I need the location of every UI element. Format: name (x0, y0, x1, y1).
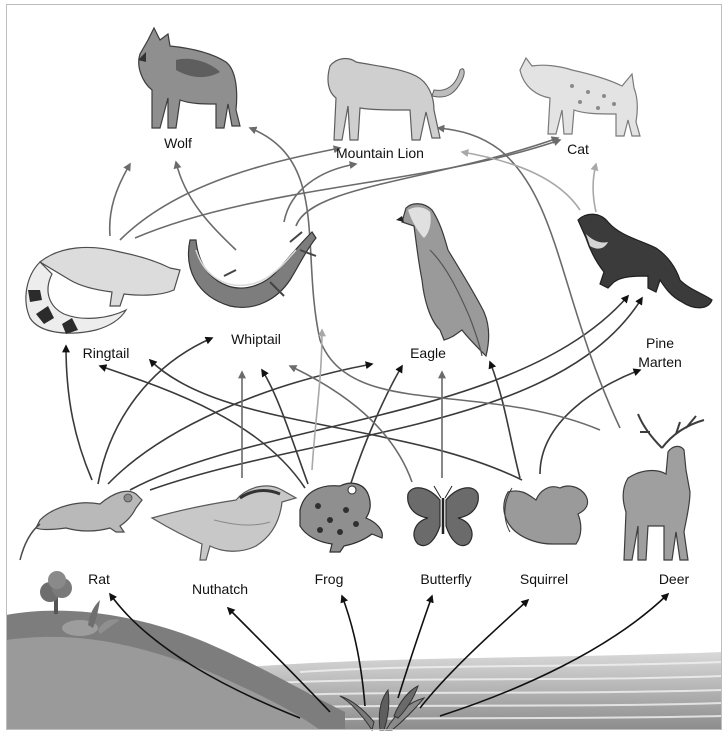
arrow-whiptail-wolf (176, 162, 236, 250)
label-mountain-lion: Mountain Lion (336, 145, 424, 161)
label-butterfly: Butterfly (420, 571, 471, 587)
arrow-frog-whiptail (262, 370, 308, 484)
arrow-whiptail-mountainlion (284, 164, 356, 222)
label-whiptail: Whiptail (231, 331, 281, 347)
arrow-eagle-wolf (312, 330, 322, 470)
arrow-ringtail-wolf (110, 164, 130, 236)
label-deer: Deer (659, 571, 690, 587)
arrow-squirrel-ringtail (150, 360, 522, 480)
butterfly-icon (408, 486, 479, 546)
arrow-pinemarten-cat (593, 164, 596, 212)
arrow-nuthatch-pinemarten (150, 298, 642, 490)
label-ringtail: Ringtail (83, 345, 130, 361)
label-squirrel: Squirrel (520, 571, 568, 587)
eagle-icon (396, 204, 489, 356)
mountain-lion-icon (328, 59, 464, 140)
arrow-squirrel-eagle (490, 362, 520, 478)
frog-icon (300, 483, 382, 552)
nuthatch-icon (152, 486, 296, 560)
pine-marten-icon (578, 214, 712, 308)
squirrel-icon (504, 486, 588, 544)
arrow-butterfly-whiptail (290, 366, 412, 482)
cat-icon (520, 58, 640, 136)
label-pine-marten-line1: Pine (646, 335, 674, 351)
ringtail-icon (26, 247, 180, 334)
label-nuthatch: Nuthatch (192, 581, 248, 597)
label-rat: Rat (88, 571, 110, 587)
label-cat: Cat (567, 141, 589, 157)
arrow-nuthatch-ringtail (100, 366, 305, 488)
label-wolf: Wolf (164, 135, 192, 151)
landscape (6, 571, 722, 730)
tree-icon (40, 571, 72, 614)
deer-icon (623, 414, 704, 560)
label-pine-marten-line2: Marten (638, 354, 682, 370)
whiptail-icon (189, 232, 316, 307)
wolf-icon (138, 28, 240, 128)
arrow-rat-pinemarten (130, 296, 628, 490)
rat-icon (20, 491, 142, 560)
arrow-rat-ringtail (66, 346, 92, 480)
label-eagle: Eagle (410, 345, 446, 361)
arrow-ringtail-mountainlion (120, 148, 340, 240)
label-frog: Frog (315, 571, 344, 587)
arrow-squirrel-pinemarten (540, 370, 640, 474)
